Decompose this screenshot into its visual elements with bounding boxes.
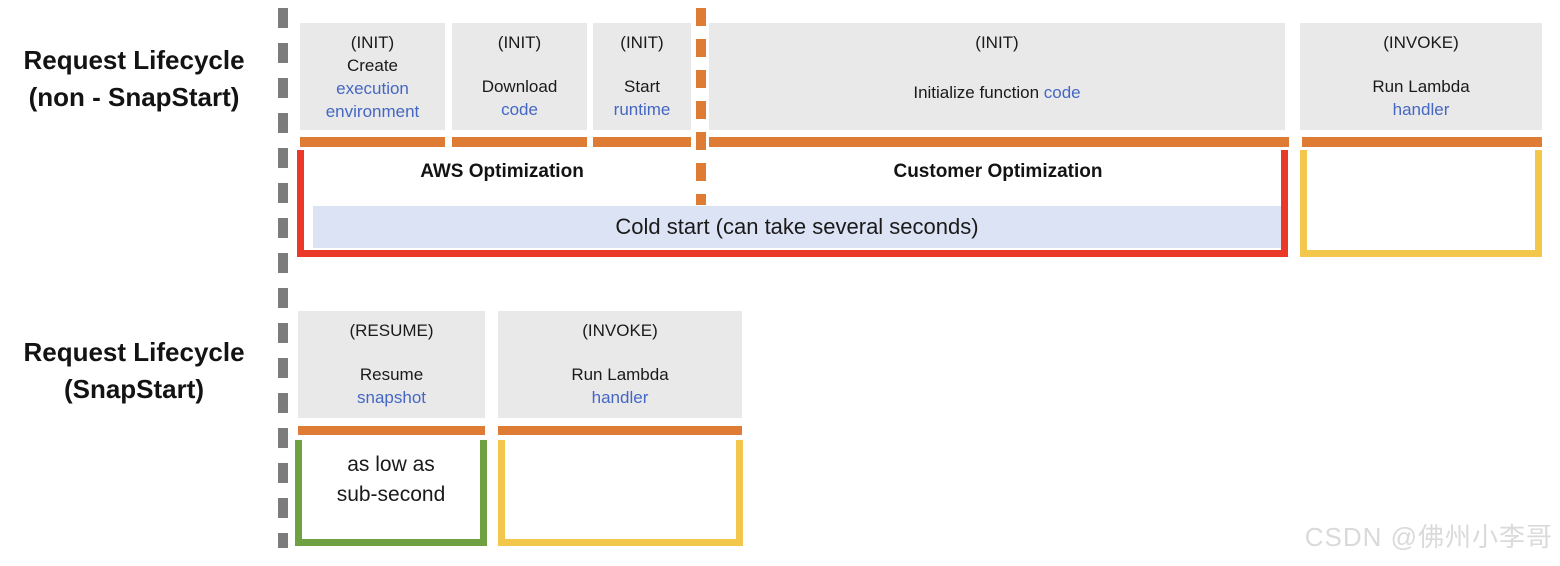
duration-bar <box>452 137 587 147</box>
cold-start-bracket <box>297 150 1288 257</box>
aws-customer-optimization-divider-dashed-line <box>696 8 706 205</box>
init-download-code-box: (INIT) Download code <box>452 23 587 130</box>
phase-label: (INIT) <box>350 33 395 52</box>
section-label-line1: Request Lifecycle <box>23 45 245 75</box>
box-description: Run Lambda handler <box>1306 75 1536 121</box>
target-link-text: execution environment <box>325 79 420 121</box>
target-link-text: snapshot <box>357 388 426 407</box>
duration-bar <box>300 137 445 147</box>
action-text: Resume <box>359 365 424 384</box>
invoke-run-lambda-handler-box: (INVOKE) Run Lambda handler <box>498 311 742 418</box>
invoke-duration-bracket <box>1300 150 1542 257</box>
section-label-line2: (SnapStart) <box>63 374 205 404</box>
csdn-watermark: CSDN @佛州小李哥 <box>1304 522 1553 552</box>
section-label-line1: Request Lifecycle <box>23 337 245 367</box>
resume-latency-note: as low as sub-second <box>295 450 487 510</box>
action-text: Create <box>346 56 399 75</box>
cold-start-text: Cold start (can take several seconds) <box>615 214 979 239</box>
cold-start-bar: Cold start (can take several seconds) <box>313 206 1281 248</box>
non-snapstart-section-label: Request Lifecycle (non - SnapStart) <box>0 42 268 116</box>
request-start-dashed-line <box>278 8 288 548</box>
aws-optimization-label: AWS Optimization <box>420 161 584 182</box>
invoke-duration-bracket <box>498 440 743 546</box>
action-text: Run Lambda <box>571 365 669 384</box>
resume-duration-bracket <box>295 440 487 546</box>
phase-label: (INVOKE) <box>582 321 658 340</box>
action-text: Run Lambda <box>1372 77 1470 96</box>
box-description: Start runtime <box>599 75 685 121</box>
phase-label: (INIT) <box>975 33 1019 52</box>
phase-label: (INIT) <box>620 33 664 52</box>
duration-bar <box>1302 137 1542 147</box>
target-link-text: handler <box>1392 100 1450 119</box>
phase-label: (INVOKE) <box>1383 33 1459 52</box>
box-description: Resume snapshot <box>304 363 479 409</box>
phase-label: (INIT) <box>497 33 542 52</box>
box-description: Run Lambda handler <box>504 363 736 409</box>
action-text: Initialize function <box>913 83 1040 102</box>
duration-bar <box>709 137 1289 147</box>
resume-snapshot-box: (RESUME) Resume snapshot <box>298 311 485 418</box>
init-start-runtime-box: (INIT) Start runtime <box>593 23 691 130</box>
duration-bar <box>593 137 691 147</box>
box-description: Download code <box>458 75 581 121</box>
target-link-text: code <box>1043 83 1081 102</box>
section-label-line2: (non - SnapStart) <box>28 82 240 112</box>
duration-bar <box>298 426 485 435</box>
target-link-text: handler <box>591 388 649 407</box>
duration-bar <box>498 426 742 435</box>
box-description: Initialize function code <box>715 81 1279 104</box>
benefit-line2: sub-second <box>336 483 446 506</box>
invoke-run-lambda-handler-box: (INVOKE) Run Lambda handler <box>1300 23 1542 130</box>
phase-label: (RESUME) <box>349 321 434 340</box>
init-initialize-function-code-box: (INIT) Initialize function code <box>709 23 1285 130</box>
snapstart-section-label: Request Lifecycle (SnapStart) <box>0 334 268 408</box>
benefit-line1: as low as <box>347 453 435 476</box>
box-description: Create execution environment <box>306 54 439 123</box>
action-text: Start <box>624 77 660 96</box>
action-text: Download <box>481 77 558 96</box>
target-link-text: runtime <box>613 100 671 119</box>
target-link-text: code <box>501 100 538 119</box>
customer-optimization-label: Customer Optimization <box>893 161 1103 182</box>
init-create-execution-environment-box: (INIT) Create execution environment <box>300 23 445 130</box>
